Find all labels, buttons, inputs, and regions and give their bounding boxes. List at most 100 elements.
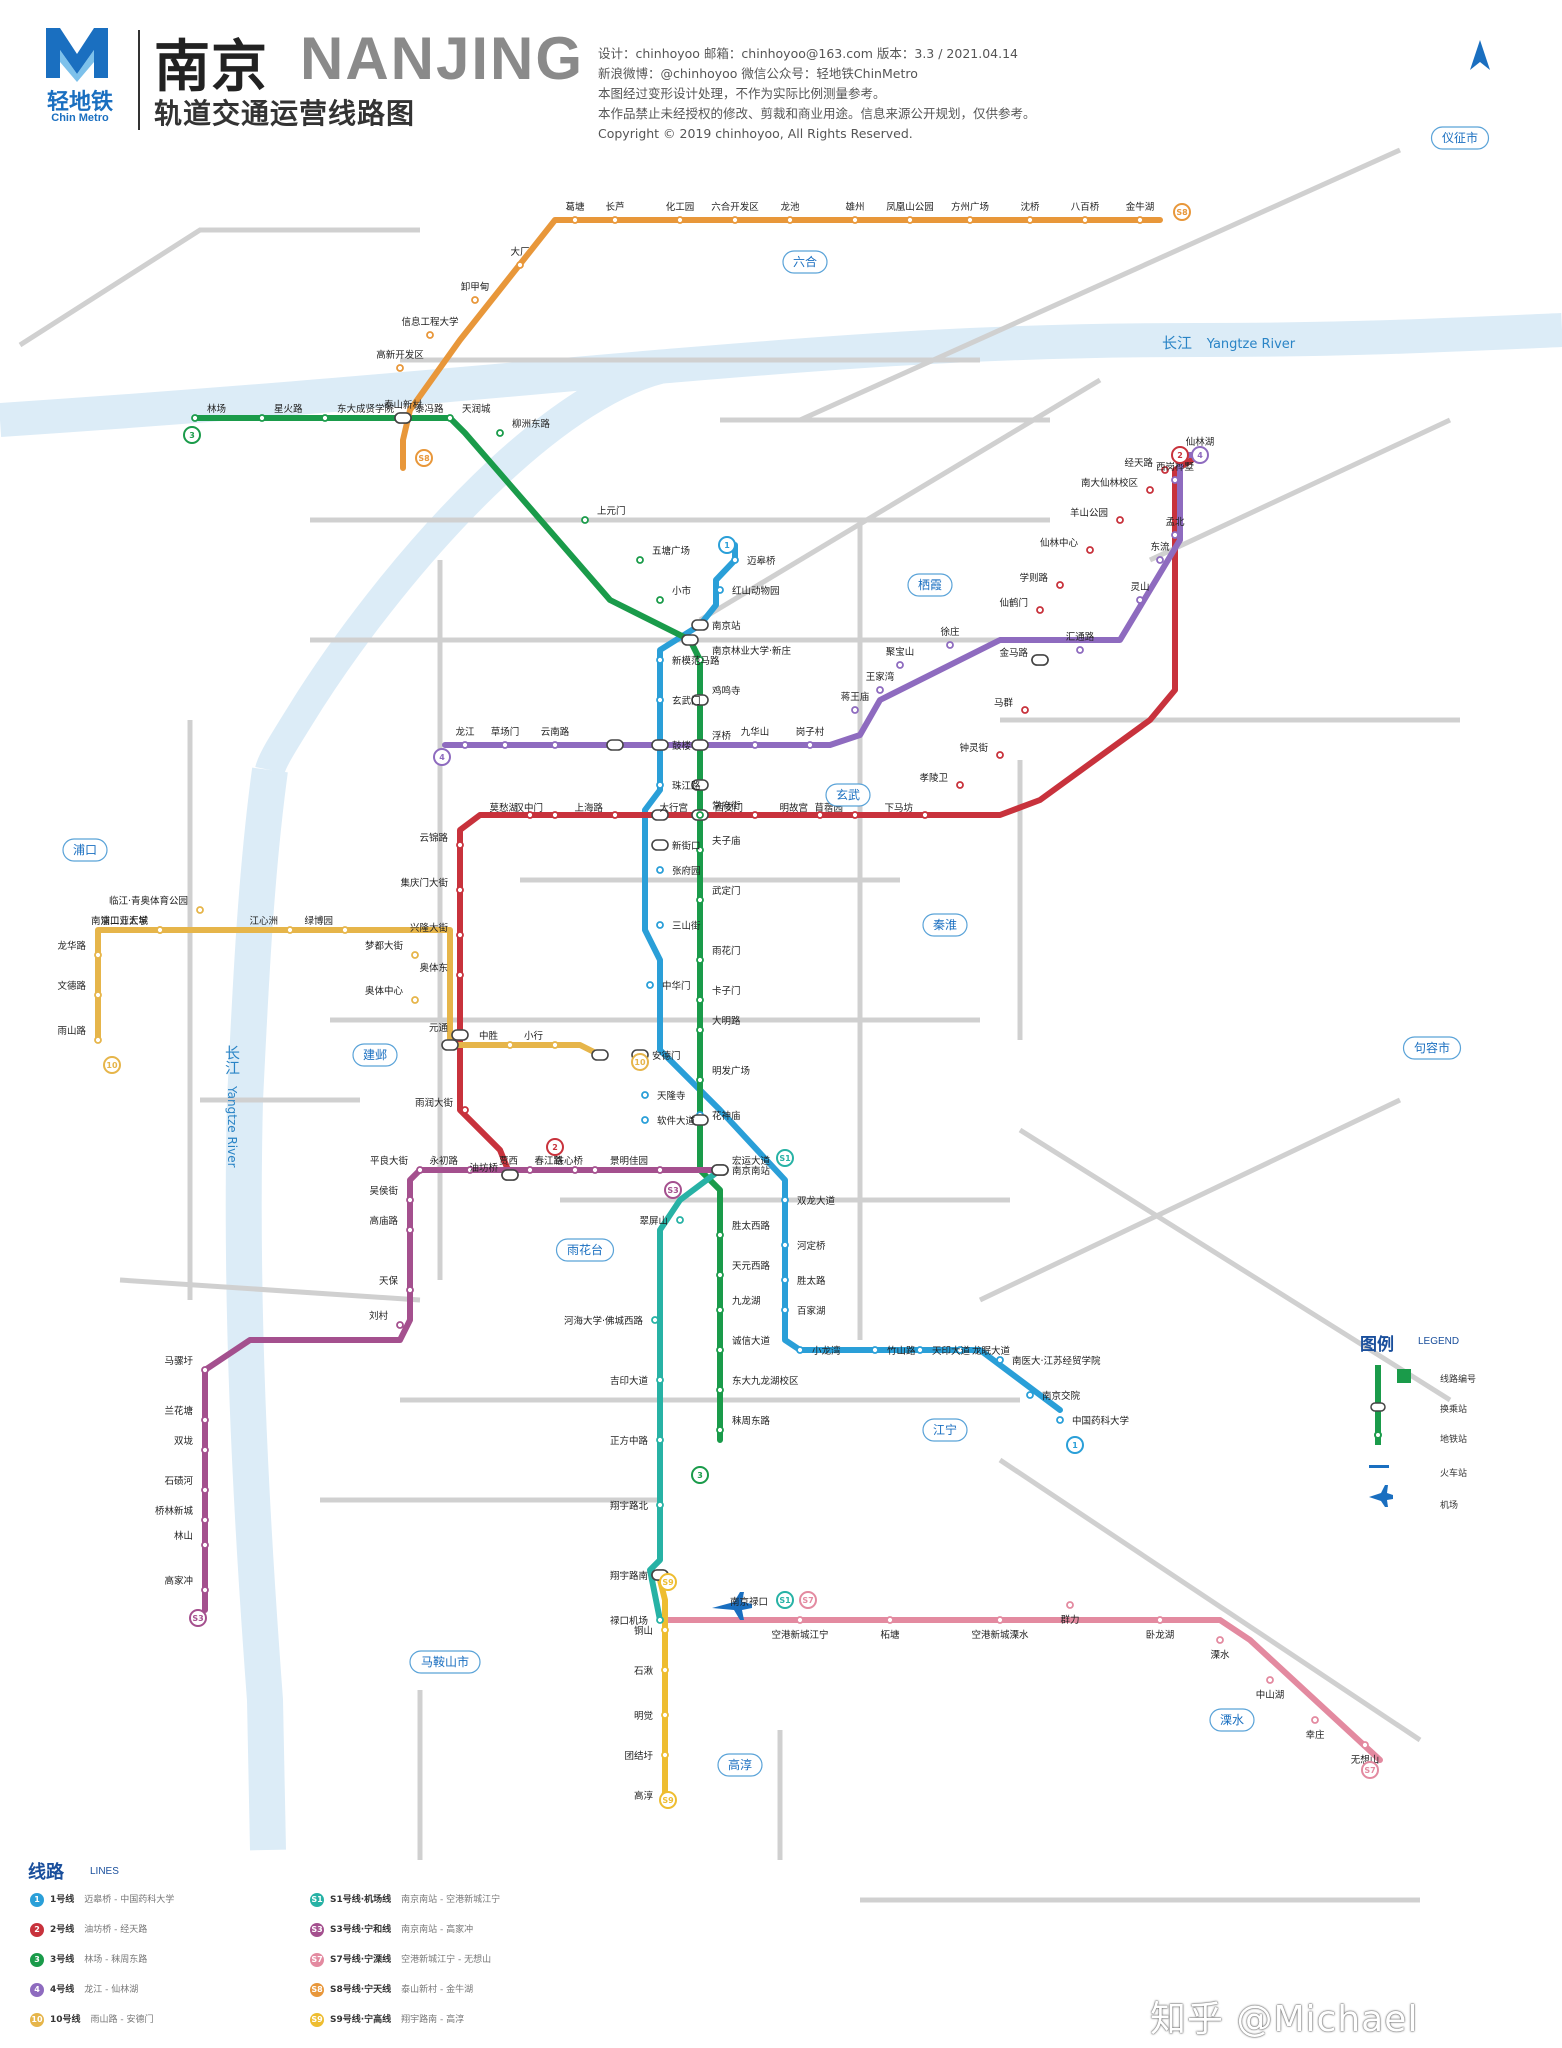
station-marker[interactable]	[611, 216, 619, 224]
station-marker[interactable]	[641, 1116, 649, 1124]
station-marker[interactable]	[416, 1166, 424, 1174]
station-marker[interactable]	[696, 1026, 704, 1034]
station-marker[interactable]	[716, 1426, 724, 1434]
station-marker[interactable]	[94, 991, 102, 999]
station-marker[interactable]	[716, 1346, 724, 1354]
station-marker[interactable]	[94, 951, 102, 959]
station-marker[interactable]	[661, 1666, 669, 1674]
station-marker[interactable]	[696, 656, 704, 664]
station-marker[interactable]	[191, 414, 199, 422]
station-marker[interactable]	[696, 811, 704, 819]
station-marker[interactable]	[526, 811, 534, 819]
transfer-station-marker[interactable]	[394, 412, 412, 424]
station-marker[interactable]	[526, 1166, 534, 1174]
station-marker[interactable]	[656, 1376, 664, 1384]
station-marker[interactable]	[696, 896, 704, 904]
station-marker[interactable]	[1161, 466, 1169, 474]
station-marker[interactable]	[406, 1286, 414, 1294]
transfer-station-marker[interactable]	[1031, 654, 1049, 666]
station-marker[interactable]	[716, 1271, 724, 1279]
station-marker[interactable]	[876, 686, 884, 694]
station-marker[interactable]	[461, 741, 469, 749]
station-marker[interactable]	[581, 516, 589, 524]
station-marker[interactable]	[1136, 216, 1144, 224]
transfer-station-marker[interactable]	[451, 1029, 469, 1041]
transfer-station-marker[interactable]	[651, 809, 669, 821]
station-marker[interactable]	[1146, 486, 1154, 494]
station-marker[interactable]	[201, 1446, 209, 1454]
station-marker[interactable]	[996, 1616, 1004, 1624]
transfer-station-marker[interactable]	[651, 839, 669, 851]
station-marker[interactable]	[466, 1166, 474, 1174]
station-marker[interactable]	[751, 811, 759, 819]
station-marker[interactable]	[551, 811, 559, 819]
station-marker[interactable]	[406, 1226, 414, 1234]
station-marker[interactable]	[781, 1306, 789, 1314]
station-marker[interactable]	[916, 1346, 924, 1354]
station-marker[interactable]	[591, 1166, 599, 1174]
station-marker[interactable]	[1021, 706, 1029, 714]
station-marker[interactable]	[1036, 606, 1044, 614]
station-marker[interactable]	[321, 414, 329, 422]
station-marker[interactable]	[636, 556, 644, 564]
station-marker[interactable]	[716, 1386, 724, 1394]
station-marker[interactable]	[956, 1346, 964, 1354]
station-marker[interactable]	[641, 1091, 649, 1099]
station-marker[interactable]	[456, 971, 464, 979]
station-marker[interactable]	[396, 364, 404, 372]
station-marker[interactable]	[656, 696, 664, 704]
station-marker[interactable]	[966, 216, 974, 224]
station-marker[interactable]	[94, 1036, 102, 1044]
station-marker[interactable]	[551, 1041, 559, 1049]
station-marker[interactable]	[571, 1166, 579, 1174]
station-marker[interactable]	[716, 1231, 724, 1239]
station-marker[interactable]	[816, 811, 824, 819]
station-marker[interactable]	[851, 216, 859, 224]
station-marker[interactable]	[696, 846, 704, 854]
station-marker[interactable]	[716, 586, 724, 594]
station-marker[interactable]	[956, 781, 964, 789]
station-marker[interactable]	[426, 331, 434, 339]
station-marker[interactable]	[651, 1316, 659, 1324]
station-marker[interactable]	[1156, 1616, 1164, 1624]
station-marker[interactable]	[656, 656, 664, 664]
transfer-station-marker[interactable]	[691, 779, 709, 791]
station-marker[interactable]	[656, 596, 664, 604]
transfer-station-marker[interactable]	[691, 694, 709, 706]
station-marker[interactable]	[731, 556, 739, 564]
station-marker[interactable]	[496, 429, 504, 437]
station-marker[interactable]	[456, 841, 464, 849]
station-marker[interactable]	[676, 1216, 684, 1224]
transfer-station-marker[interactable]	[681, 634, 699, 646]
transfer-station-marker[interactable]	[711, 1164, 729, 1176]
station-marker[interactable]	[661, 1751, 669, 1759]
station-marker[interactable]	[886, 1616, 894, 1624]
station-marker[interactable]	[906, 216, 914, 224]
station-marker[interactable]	[461, 1106, 469, 1114]
station-marker[interactable]	[656, 1501, 664, 1509]
station-marker[interactable]	[501, 741, 509, 749]
station-marker[interactable]	[781, 1276, 789, 1284]
station-marker[interactable]	[411, 951, 419, 959]
station-marker[interactable]	[656, 866, 664, 874]
station-marker[interactable]	[921, 811, 929, 819]
station-marker[interactable]	[996, 751, 1004, 759]
station-marker[interactable]	[611, 811, 619, 819]
station-marker[interactable]	[446, 414, 454, 422]
station-marker[interactable]	[1086, 546, 1094, 554]
station-marker[interactable]	[656, 781, 664, 789]
station-marker[interactable]	[731, 216, 739, 224]
station-marker[interactable]	[656, 1616, 664, 1624]
transfer-station-marker[interactable]	[691, 619, 709, 631]
station-marker[interactable]	[1266, 1676, 1274, 1684]
station-marker[interactable]	[1026, 1391, 1034, 1399]
station-marker[interactable]	[1361, 1741, 1369, 1749]
station-marker[interactable]	[156, 926, 164, 934]
station-marker[interactable]	[201, 1416, 209, 1424]
station-marker[interactable]	[871, 1346, 879, 1354]
station-marker[interactable]	[201, 1366, 209, 1374]
station-marker[interactable]	[406, 1196, 414, 1204]
station-marker[interactable]	[796, 1616, 804, 1624]
transfer-station-marker[interactable]	[691, 1114, 709, 1126]
station-marker[interactable]	[1056, 1416, 1064, 1424]
